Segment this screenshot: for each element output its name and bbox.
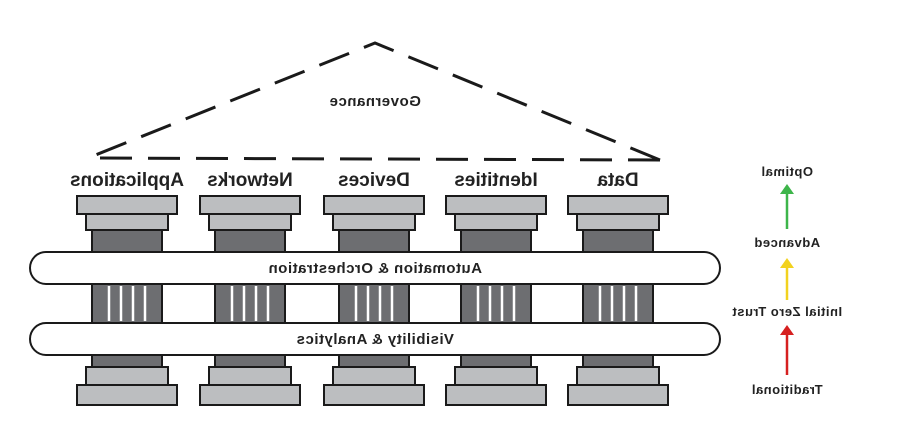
stage-optimal-label: Optimal [761,164,813,179]
pillar-identities: Identities [445,170,547,406]
pillar-label-networks: Networks [207,170,293,191]
governance-roof: Governance [87,41,661,162]
pillar-devices: Devices [323,170,425,406]
visibility-analytics-band: Visibility & Analytics [29,322,721,356]
stage-advanced-label: Advanced [754,235,820,250]
advanced-to-optimal-arrow [780,184,794,229]
pillar-networks: Networks [199,170,301,406]
stage-initial-zero-trust-label: Initial Zero Trust [732,304,842,319]
automation-orchestration-label: Automation & Orchestration [268,260,482,277]
maturity-scale: Optimal Advanced Initial Zero Trust Trad… [732,164,842,397]
pillar-label-applications: Applications [70,170,184,191]
initial-to-advanced-arrow [780,258,794,300]
pillar-label-identities: Identities [454,170,537,191]
stage-traditional-label: Traditional [751,382,822,397]
pillars: Data Identities Devices Networks Application… [70,170,669,406]
pillar-label-data: Data [597,170,639,191]
pillar-label-devices: Devices [338,170,410,191]
traditional-to-initial-arrow [780,325,794,375]
governance-label: Governance [329,93,421,110]
pillar-applications: Applications [70,170,184,406]
pillar-data: Data [567,170,669,406]
visibility-analytics-label: Visibility & Analytics [296,331,454,348]
automation-orchestration-band: Automation & Orchestration [29,251,721,285]
